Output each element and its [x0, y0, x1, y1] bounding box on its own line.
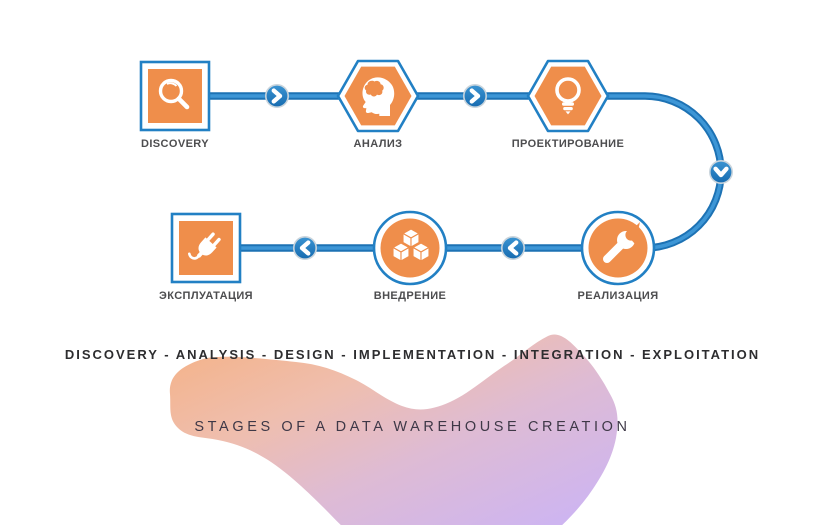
stages-english-line: DISCOVERY - ANALYSIS - DESIGN - IMPLEMEN…	[64, 347, 761, 362]
chevron-down-icon	[709, 160, 733, 184]
stage-node-design	[526, 59, 610, 133]
page-title: STAGES OF A DATA WAREHOUSE CREATION	[194, 419, 631, 435]
flowchart-canvas: DISCOVERY АНАЛИЗ ПРОЕКТИРОВАНИЕ	[139, 59, 733, 302]
stage-label-implementation: РЕАЛИЗАЦИЯ	[577, 290, 658, 302]
stage-node-analysis	[336, 59, 420, 133]
plug-icon	[188, 232, 221, 260]
stage-node-discovery	[139, 60, 211, 132]
brain-head-icon	[362, 77, 395, 116]
chevron-left-icon	[501, 236, 525, 260]
chevron-left-icon	[293, 236, 317, 260]
wrench-icon	[603, 222, 640, 263]
stage-node-integration	[372, 210, 448, 286]
stage-label-discovery: DISCOVERY	[141, 138, 209, 150]
lightbulb-icon	[555, 77, 581, 115]
magnifier-icon	[158, 78, 190, 110]
chevron-right-icon	[463, 84, 487, 108]
chevron-right-icon	[265, 84, 289, 108]
cubes-icon	[392, 228, 430, 262]
stage-node-implementation	[580, 210, 656, 286]
stage-node-exploitation	[170, 212, 242, 284]
stage-label-exploitation: ЭКСПЛУАТАЦИЯ	[159, 290, 253, 302]
stage-label-analysis: АНАЛИЗ	[354, 138, 403, 150]
stage-label-design: ПРОЕКТИРОВАНИЕ	[512, 138, 624, 150]
stage-label-integration: ВНЕДРЕНИЕ	[374, 290, 447, 302]
